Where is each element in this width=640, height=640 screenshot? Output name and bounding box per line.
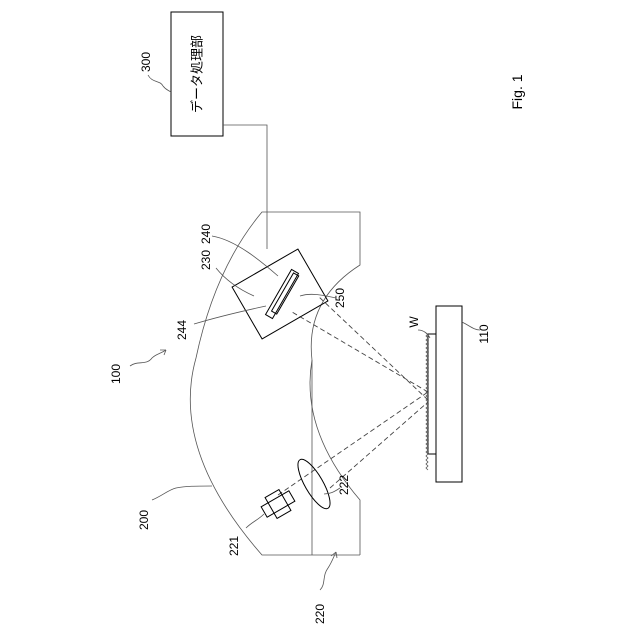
ref-110: 110 [477,324,491,343]
lens-222 [292,455,336,512]
incident-beam-a [278,392,428,495]
leader-240 [212,236,278,276]
leader-250 [300,294,336,298]
leader-300 [148,75,171,92]
diffracted-beam-b [318,296,428,400]
data-processor-label: データ処理部 [190,35,206,113]
sample-stage [436,306,462,482]
ref-300: 300 [139,52,153,72]
leader-100 [130,350,166,366]
leader-221 [246,514,264,528]
ref-230: 230 [199,250,213,270]
ref-221: 221 [227,536,241,556]
ref-220: 220 [313,604,327,624]
signal-cable [223,125,267,249]
ref-200: 200 [137,510,151,530]
ref-240: 240 [199,224,213,244]
figure-caption: Fig. 1 [509,74,525,109]
leader-200 [152,486,212,500]
housing-200 [190,212,360,555]
xray-source-221 [258,486,298,523]
leader-220 [320,552,336,590]
ref-244: 244 [175,320,189,340]
housing-inner-arc [310,360,360,555]
ref-100: 100 [109,364,123,384]
detector-plate-240 [266,269,299,318]
wafer-w [428,334,436,454]
ref-222: 222 [337,475,351,495]
ref-w: W [407,316,421,328]
leader-244 [194,306,266,324]
